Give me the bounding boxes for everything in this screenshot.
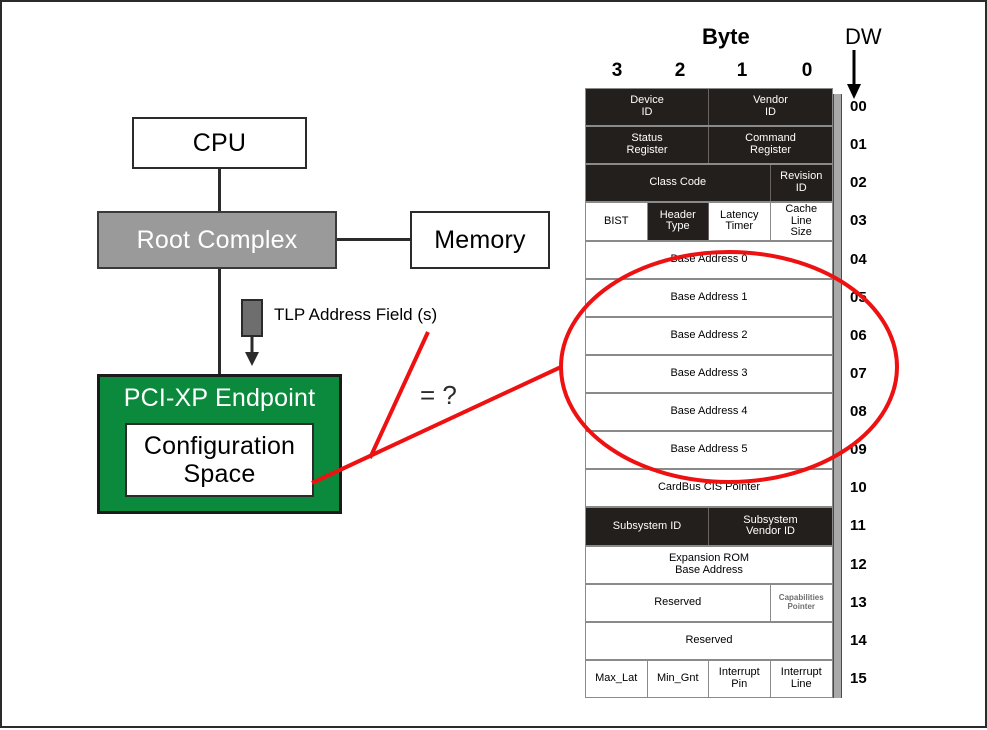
block-memory-label: Memory — [434, 225, 526, 254]
config-row-dw-04: Base Address 0 — [585, 240, 833, 279]
dw-number-02: 02 — [850, 174, 867, 192]
dw-number-05: 05 — [850, 288, 867, 306]
config-cell: Base Address 5 — [586, 432, 832, 469]
dw-number-04: 04 — [850, 250, 867, 268]
config-cell: Min_Gnt — [647, 660, 709, 697]
dw-number-10: 10 — [850, 479, 867, 497]
endpoint-configuration-space-box: Configuration Space — [125, 423, 314, 497]
configuration-space-line2: Space — [183, 460, 256, 488]
config-cell: Reserved — [586, 584, 771, 621]
dw-number-06: 06 — [850, 326, 867, 344]
endpoint-title: PCI-XP Endpoint — [123, 384, 316, 412]
tlp-packet-marker — [241, 299, 263, 337]
block-cpu: CPU — [132, 117, 307, 169]
dw-number-14: 14 — [850, 631, 867, 649]
config-cell: Reserved — [586, 622, 832, 659]
dw-number-03: 03 — [850, 212, 867, 230]
dw-number-01: 01 — [850, 136, 867, 154]
block-memory: Memory — [410, 211, 550, 269]
connector-cpu-root — [218, 169, 221, 211]
dw-number-11: 11 — [850, 517, 866, 535]
byte-label-3: 3 — [611, 60, 623, 81]
block-pci-xp-endpoint: PCI-XP Endpoint Configuration Space — [97, 374, 342, 514]
config-cell: Max_Lat — [586, 660, 648, 697]
dw-header-label: DW — [845, 24, 882, 49]
byte-header-label: Byte — [702, 24, 750, 49]
config-cell: CardBus CIS Pointer — [586, 470, 832, 507]
dw-number-07: 07 — [850, 364, 867, 382]
dw-number-12: 12 — [850, 555, 867, 573]
config-cell: BIST — [586, 203, 648, 240]
dw-number-08: 08 — [850, 403, 867, 421]
block-cpu-label: CPU — [192, 128, 247, 157]
config-cell: Base Address 0 — [586, 241, 832, 278]
config-row-dw-05: Base Address 1 — [585, 278, 833, 317]
dw-number-15: 15 — [850, 669, 867, 687]
config-row-dw-07: Base Address 3 — [585, 354, 833, 393]
equals-question-mark: = ? — [420, 380, 457, 410]
config-row-dw-10: CardBus CIS Pointer — [585, 469, 833, 508]
config-row-dw-14: Reserved — [585, 621, 833, 660]
dw-number-13: 13 — [850, 593, 867, 611]
config-cell: Base Address 2 — [586, 317, 832, 354]
config-cell: Class Code — [586, 165, 771, 202]
connector-root-endpoint — [218, 269, 221, 374]
config-cell: Base Address 4 — [586, 394, 832, 431]
table-3d-side — [833, 94, 842, 698]
dw-number-09: 09 — [850, 441, 867, 459]
tlp-address-field-label: TLP Address Field (s) — [274, 305, 438, 324]
config-cell: Subsystem ID — [586, 508, 709, 545]
block-root-complex-label: Root Complex — [136, 225, 298, 254]
dw-number-00: 00 — [850, 98, 867, 116]
config-row-dw-08: Base Address 4 — [585, 393, 833, 432]
config-cell: Base Address 1 — [586, 279, 832, 316]
byte-label-2: 2 — [674, 60, 686, 81]
byte-label-1: 1 — [736, 60, 748, 81]
byte-label-0: 0 — [801, 60, 813, 81]
connector-root-memory — [337, 238, 410, 241]
config-row-dw-09: Base Address 5 — [585, 431, 833, 470]
config-row-dw-06: Base Address 2 — [585, 316, 833, 355]
block-root-complex: Root Complex — [97, 211, 337, 269]
configuration-space-line1: Configuration — [143, 432, 296, 460]
config-cell: Base Address 3 — [586, 355, 832, 392]
